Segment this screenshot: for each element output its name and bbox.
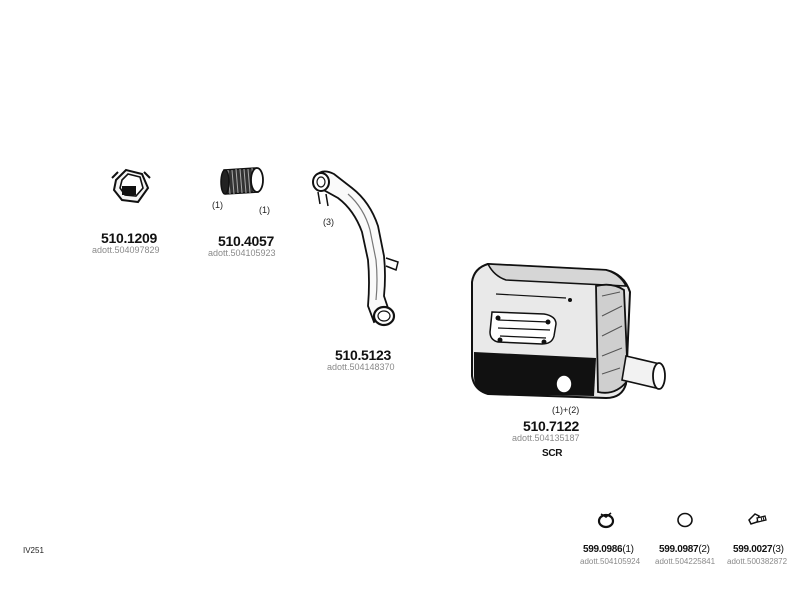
sensor-icon [748,513,767,525]
qty-599-0986: (1) [622,544,634,555]
adott-599-0986: adott.504105924 [580,557,641,566]
flex-pipe-icon [220,167,264,195]
ring-icon [677,512,693,528]
adott-510-1209: adott.504097829 [92,245,160,255]
bent-pipe-icon [312,170,399,327]
adott-510-4057: adott.504105923 [208,248,276,258]
note-510-5123: (3) [323,217,334,227]
small-clamp-icon [597,512,615,529]
part-number-599-0987: 599.0987(2) [659,544,710,555]
part-number-599-0987-value: 599.0987 [659,544,699,555]
scr-label: SCR [542,448,563,459]
scr-silencer-icon [471,262,666,400]
note-510-7122: (1)+(2) [552,405,580,415]
note-510-4057-left: (1) [212,200,223,210]
part-number-510-4057: 510.4057 [218,233,274,249]
part-number-510-5123: 510.5123 [335,347,391,363]
adott-599-0987: adott.504225841 [655,557,716,566]
note-510-4057-right: (1) [259,205,270,215]
qty-599-0027: (3) [772,544,784,555]
clamp-icon [111,168,151,204]
part-number-599-0027: 599.0027(3) [733,544,784,555]
adott-510-7122: adott.504135187 [512,433,580,443]
part-number-510-7122: 510.7122 [523,418,579,434]
adott-510-5123: adott.504148370 [327,362,395,372]
adott-599-0027: adott.500382872 [727,557,788,566]
part-number-510-1209: 510.1209 [101,230,157,246]
qty-599-0987: (2) [698,544,710,555]
part-number-599-0986-value: 599.0986 [583,544,623,555]
part-number-599-0986: 599.0986(1) [583,544,634,555]
diagram-code: IV251 [23,546,44,555]
part-number-599-0027-value: 599.0027 [733,544,773,555]
